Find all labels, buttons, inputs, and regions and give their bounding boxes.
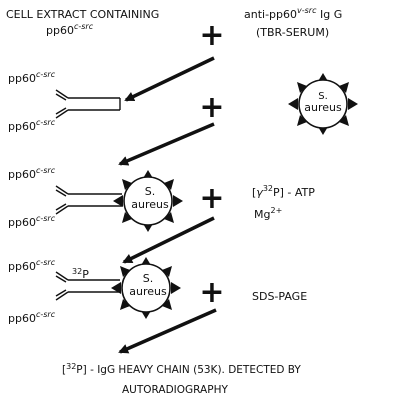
s-aureus-3: S. aureus [111, 257, 181, 319]
sds-page-label: SDS-PAGE [252, 290, 307, 303]
protein-label-2a: pp60c-src [8, 166, 56, 181]
arrow-2 [118, 122, 215, 166]
antibody-serum-label: (TBR-SERUM) [256, 26, 329, 39]
phosphorus-32-label: 32P [72, 267, 89, 281]
protein-label-3b: pp60c-src [8, 310, 56, 325]
arrow-1 [124, 56, 215, 102]
magnesium-label: Mg2+ [254, 206, 282, 221]
plus-sign-4: + [199, 275, 224, 310]
s-aureus-3-line1: S. [143, 272, 153, 285]
antibody-complex-2 [55, 185, 122, 215]
plus-sign-1: + [199, 18, 224, 53]
arrow-3 [122, 216, 215, 264]
s-aureus-2: S. aureus [113, 170, 183, 232]
s-aureus-1-line1: S. [318, 91, 328, 102]
result-line-2: AUTORADIOGRAPHY [122, 384, 228, 396]
result-line-1: [32P] - IgG HEAVY CHAIN (53K). DETECTED … [62, 362, 301, 376]
protein-label-3a: pp60c-src [8, 258, 56, 273]
s-aureus-1-line2: aureus [304, 101, 342, 114]
antibody-label: anti-pp60v-src Ig G [244, 6, 342, 21]
cell-extract-label: CELL EXTRACT CONTAINING [6, 8, 159, 21]
cell-extract-protein-label: pp60c-src [46, 22, 94, 37]
s-aureus-1: S. aureus [288, 73, 358, 135]
protein-label-1a: pp60c-src [8, 70, 56, 85]
s-aureus-2-line2: aureus [131, 198, 169, 211]
s-aureus-3-line2: aureus [129, 285, 167, 298]
plus-sign-3: + [199, 181, 224, 216]
arrow-4 [118, 308, 217, 354]
atp-label: [γ32P] - ATP [252, 184, 315, 199]
s-aureus-2-line1: S. [145, 185, 155, 198]
protein-label-1b: pp60c-src [8, 118, 56, 133]
protein-label-2b: pp60c-src [8, 214, 56, 229]
antibody-complex-1 [55, 89, 121, 119]
antibody-complex-3 [55, 271, 120, 301]
plus-sign-2: + [199, 90, 224, 125]
